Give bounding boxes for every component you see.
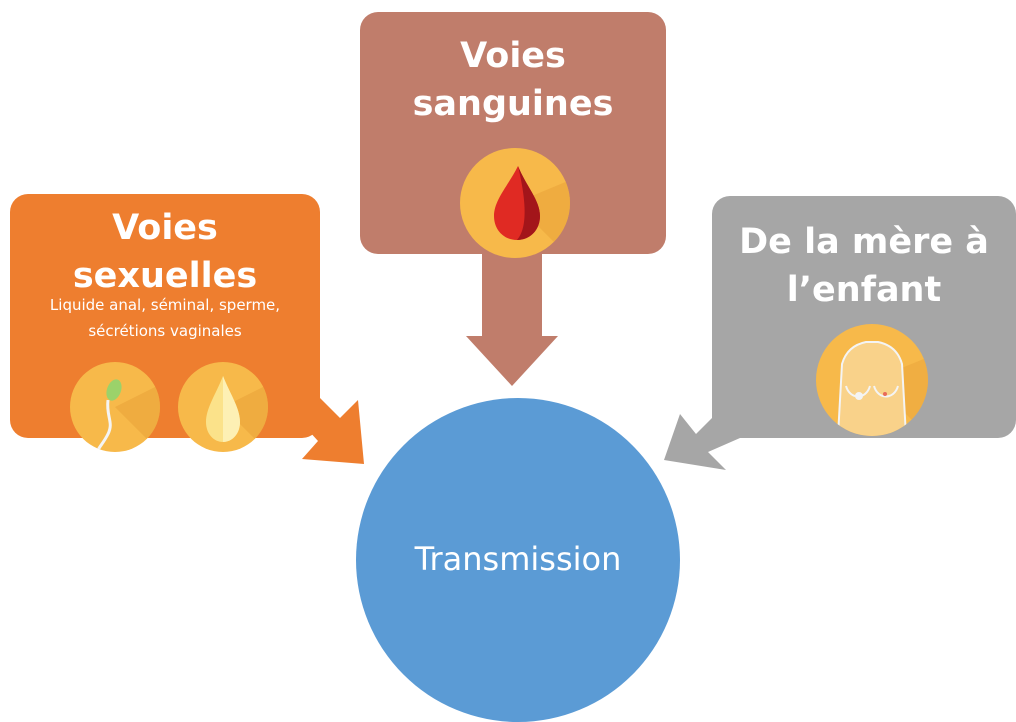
node-sexual-title-line1: Voies (112, 208, 218, 248)
node-sexual-subtitle: Liquide anal, séminal, sperme, sécrétion… (18, 292, 312, 344)
transmission-label: Transmission (414, 540, 622, 578)
blood-drop-icon (460, 148, 570, 258)
transmission-circle (356, 398, 680, 722)
node-sexual-title: Voies sexuelles (10, 204, 320, 300)
node-mother-child-transmission: De la mère à l’enfant (712, 196, 1016, 438)
node-sexual-subtitle-line1: Liquide anal, séminal, sperme, (49, 296, 281, 314)
sperm-icon (70, 362, 160, 452)
breastfeeding-icon (816, 324, 928, 436)
node-sexual-title-line2: sexuelles (72, 256, 258, 296)
node-sexual-subtitle-line2: sécrétions vaginales (88, 322, 242, 340)
node-sexual-transmission: Voies sexuelles Liquide anal, séminal, s… (10, 194, 320, 452)
node-mother-title-line2: l’enfant (786, 270, 942, 310)
node-blood-title-line1: Voies (460, 36, 566, 76)
drop-icon (178, 362, 268, 452)
node-mother-title-line1: De la mère à (739, 222, 989, 262)
node-blood-title: Voies sanguines (360, 32, 666, 128)
node-mother-title: De la mère à l’enfant (712, 218, 1016, 314)
node-blood-title-line2: sanguines (412, 84, 614, 124)
node-blood-transmission: Voies sanguines (360, 12, 666, 258)
